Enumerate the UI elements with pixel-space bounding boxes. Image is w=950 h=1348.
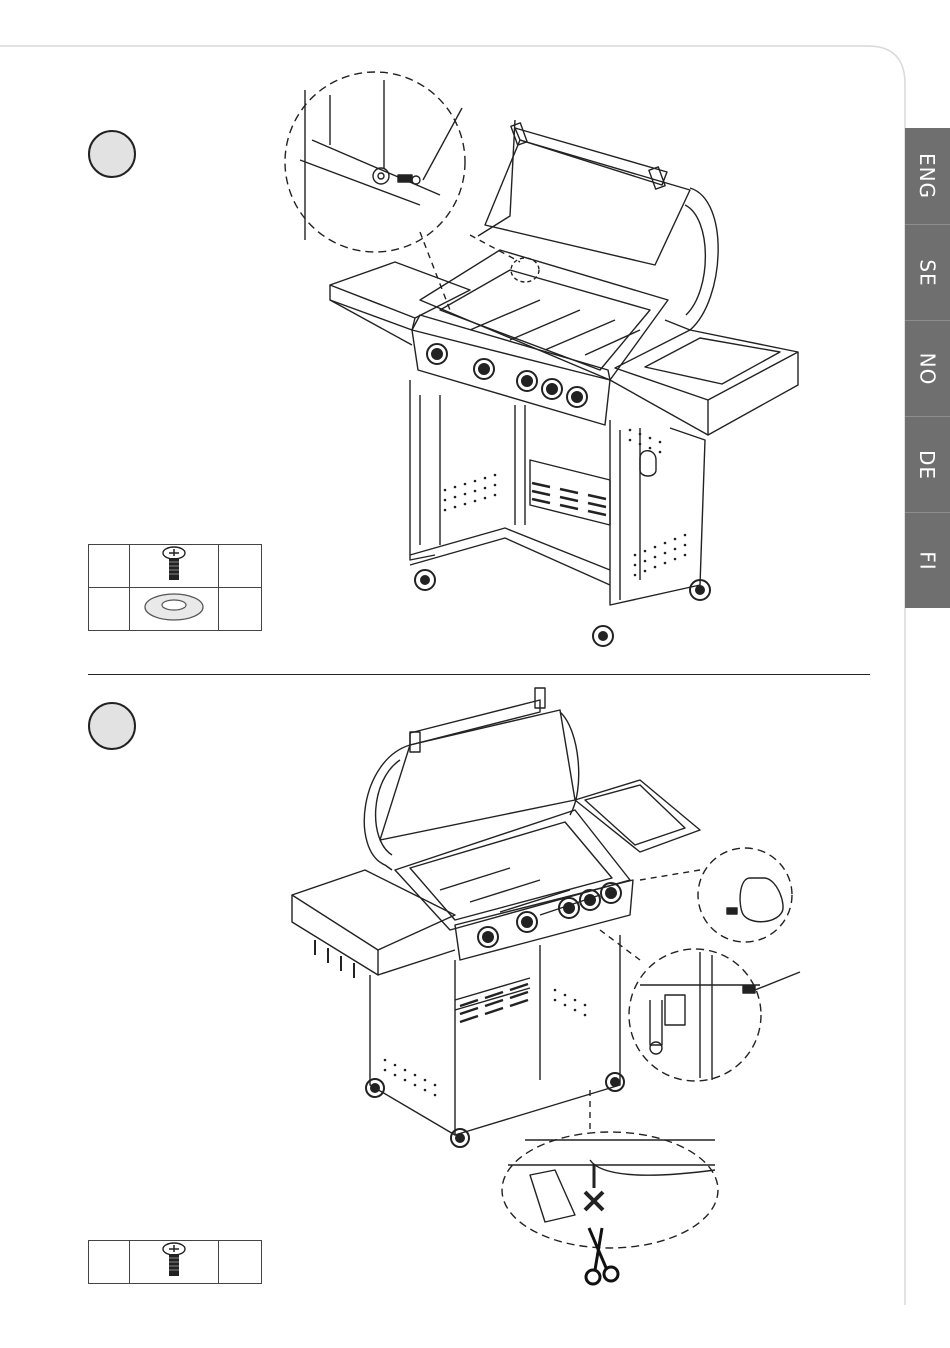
washer-icon bbox=[143, 592, 205, 622]
table-row bbox=[89, 588, 262, 631]
table-row bbox=[89, 545, 262, 588]
part-image bbox=[130, 588, 219, 631]
parts-table bbox=[88, 1240, 262, 1284]
screw-icon bbox=[161, 546, 187, 582]
part-qty bbox=[89, 545, 130, 588]
part-code bbox=[219, 1241, 262, 1284]
table-row bbox=[89, 1241, 262, 1284]
part-image bbox=[130, 545, 219, 588]
part-qty bbox=[89, 1241, 130, 1284]
scissors-icon bbox=[586, 1228, 618, 1284]
part-code bbox=[219, 545, 262, 588]
part-code bbox=[219, 588, 262, 631]
step2-grill-illustration bbox=[0, 680, 950, 1300]
parts-table bbox=[88, 544, 262, 631]
part-image bbox=[130, 1241, 219, 1284]
screw-icon bbox=[161, 1242, 187, 1278]
step-divider bbox=[88, 674, 870, 675]
part-qty bbox=[89, 588, 130, 631]
